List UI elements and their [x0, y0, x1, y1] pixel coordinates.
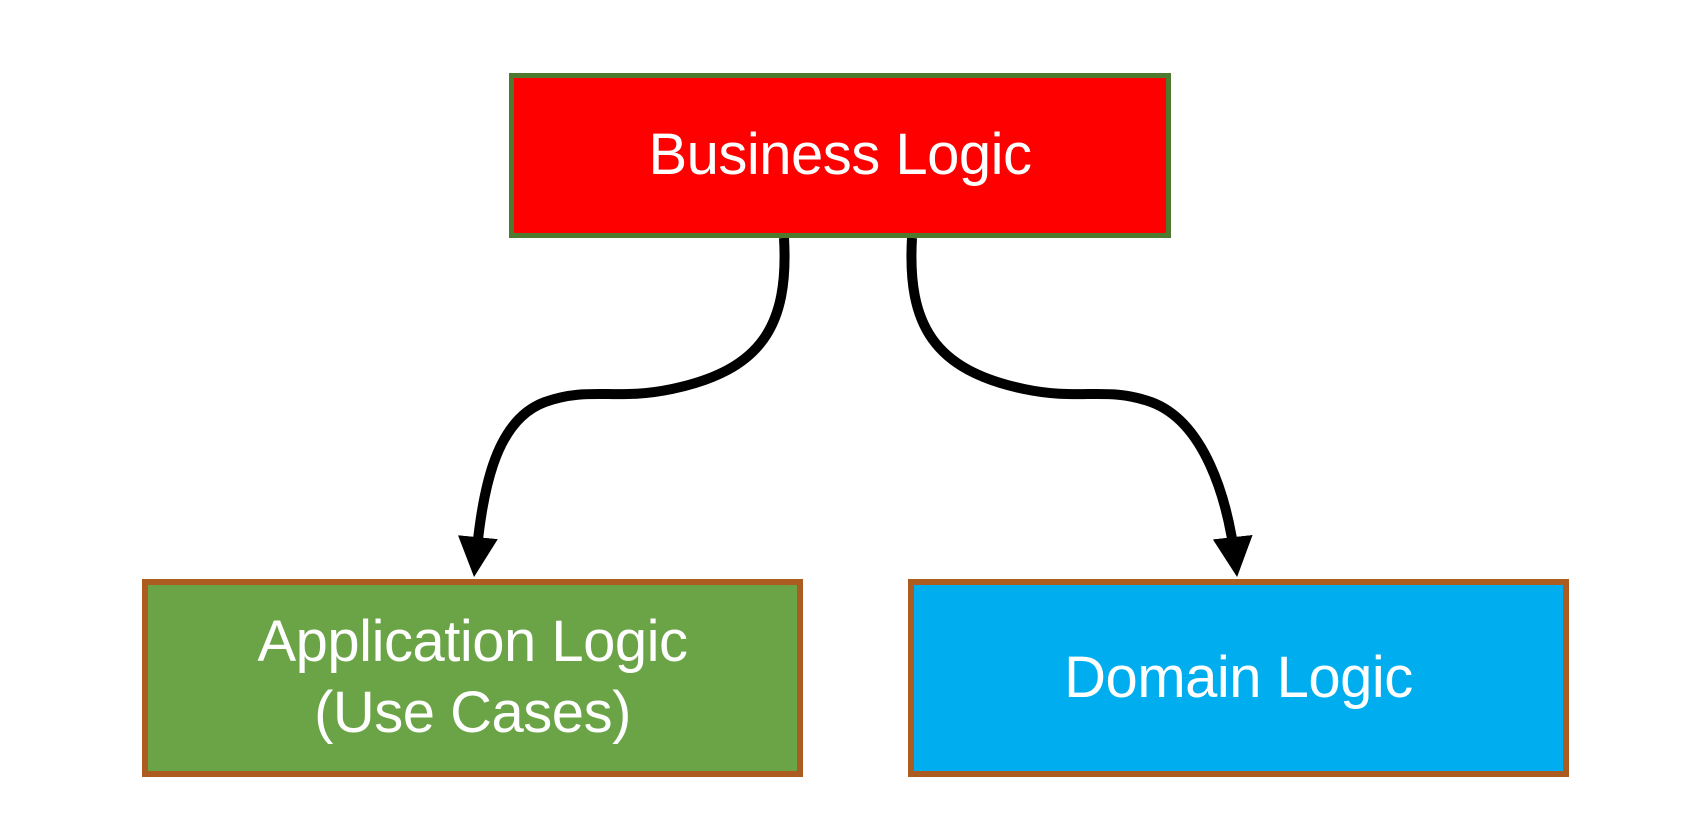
node-application-logic-label-line1: Application Logic	[257, 609, 688, 675]
node-business-logic: Business Logic	[509, 73, 1171, 238]
node-domain-logic: Domain Logic	[908, 579, 1569, 777]
node-business-logic-label: Business Logic	[648, 122, 1032, 188]
connector-business-to-application	[457, 237, 790, 577]
connector-business-to-domain	[906, 237, 1253, 577]
node-application-logic: Application Logic (Use Cases)	[142, 579, 803, 777]
node-application-logic-label-line2: (Use Cases)	[314, 680, 631, 745]
node-domain-logic-label: Domain Logic	[1064, 644, 1413, 710]
